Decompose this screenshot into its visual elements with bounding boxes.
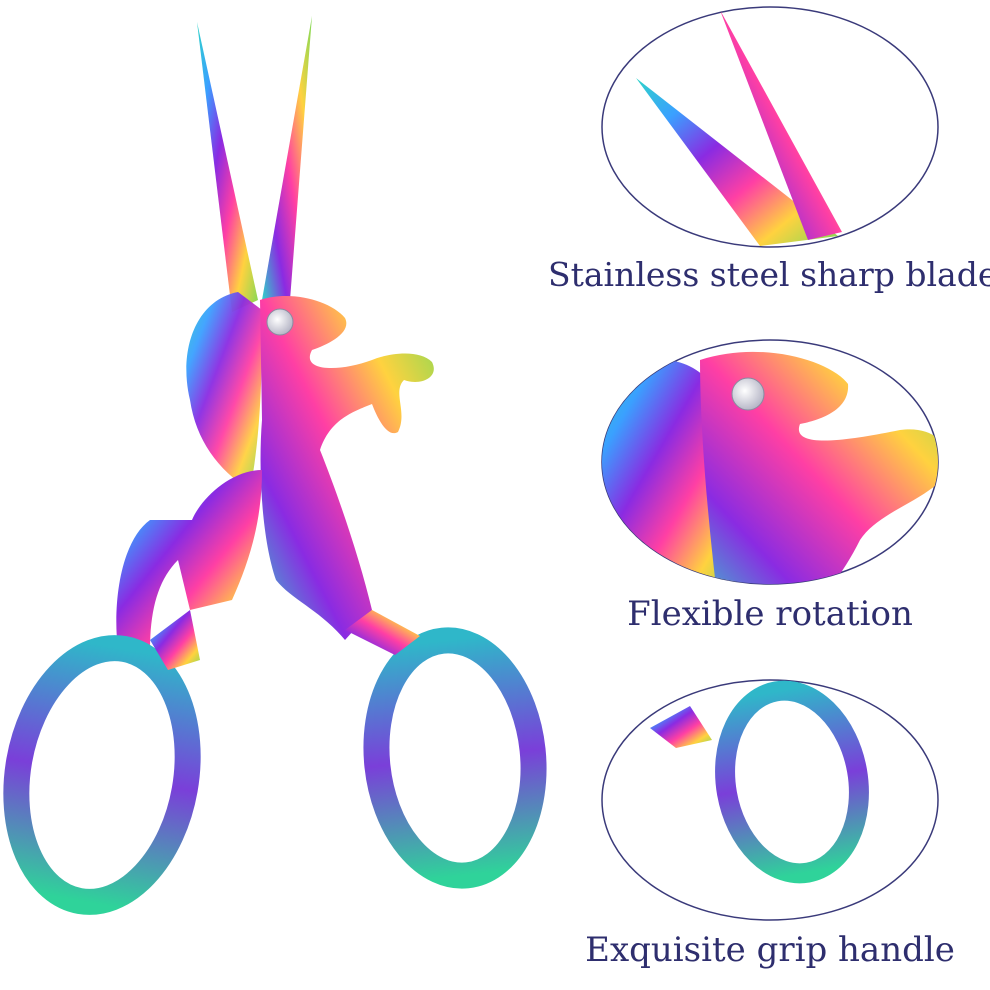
unicorn-body xyxy=(260,296,434,640)
right-handle-ring xyxy=(363,627,547,889)
pivot-screw xyxy=(266,308,294,336)
caption-blade: Stainless steel sharp blade xyxy=(548,255,990,294)
caption-handle: Exquisite grip handle xyxy=(585,930,955,970)
left-handle-ring xyxy=(3,635,201,915)
unicorn-tail xyxy=(116,470,262,650)
scissors xyxy=(3,16,547,915)
right-blade xyxy=(262,16,312,300)
caption-rotation: Flexible rotation xyxy=(627,594,913,634)
left-blade xyxy=(197,22,258,312)
blade-closeup xyxy=(601,6,939,248)
unicorn-mane xyxy=(186,292,262,490)
pivot-closeup xyxy=(601,339,939,585)
handle-closeup xyxy=(601,679,939,921)
